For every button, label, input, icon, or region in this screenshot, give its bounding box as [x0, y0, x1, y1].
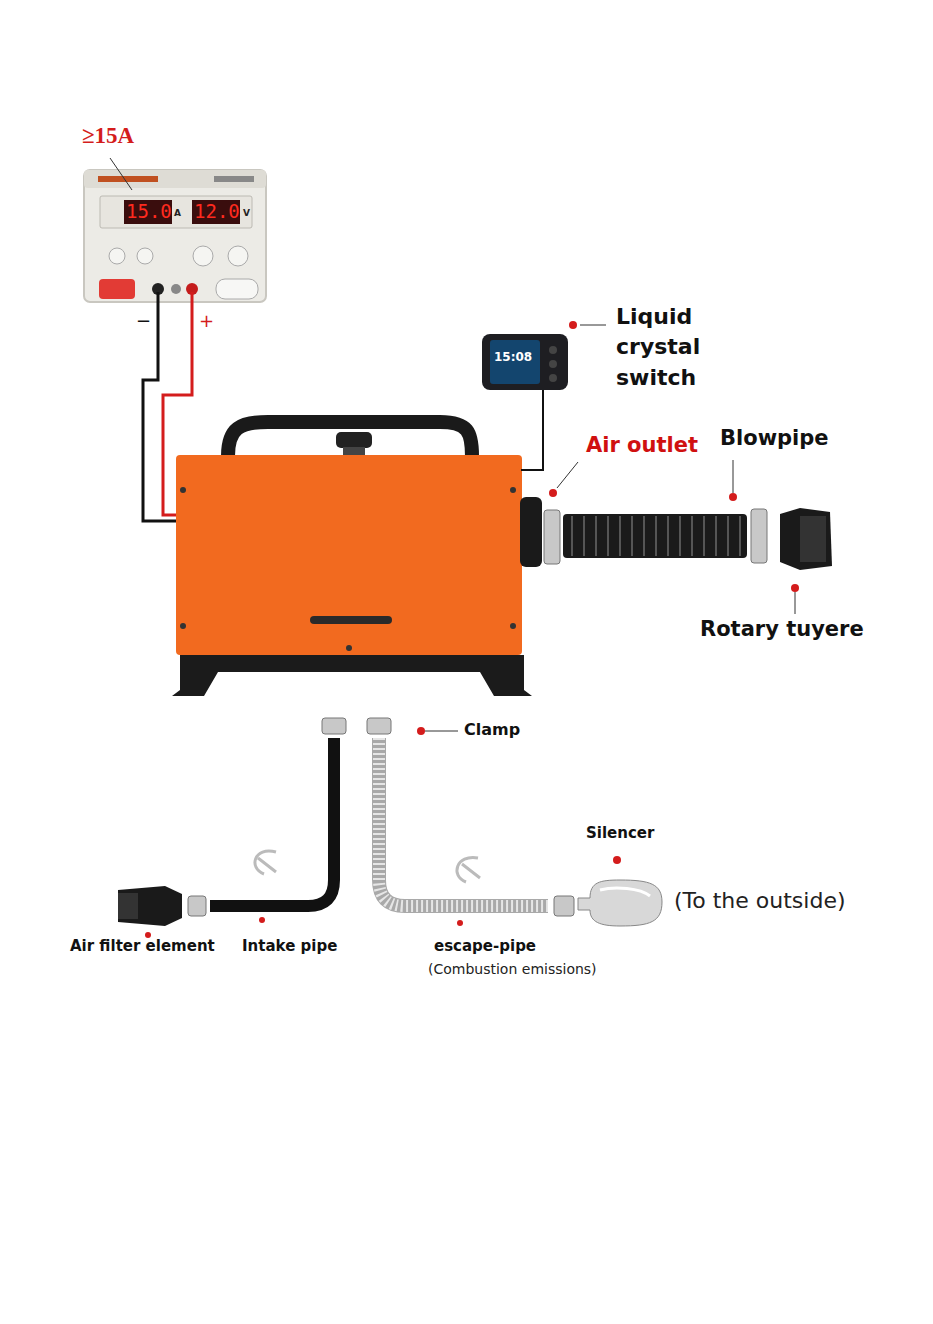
part-name: Air filter element — [70, 937, 215, 955]
part-name: Liquid crystal switch — [616, 302, 700, 393]
unit-label: A — [174, 208, 181, 219]
direction-note: (To the outside) — [674, 888, 846, 914]
power-supply — [84, 170, 266, 302]
current-note: ≥15A — [82, 122, 134, 150]
heater-body — [176, 455, 522, 655]
part-name: Rotary tuyere — [700, 617, 864, 642]
clock-reading: 15:08 — [494, 350, 532, 364]
part-name: escape-pipe — [434, 937, 536, 955]
part-name: Blowpipe — [720, 426, 829, 451]
part-name: Intake pipe — [242, 937, 337, 955]
note: (Combustion emissions) — [428, 961, 597, 978]
polarity-sign: + — [199, 310, 214, 332]
display-reading: 12.0 — [194, 200, 240, 223]
part-name: Clamp — [464, 720, 520, 739]
display-reading: 15.0 — [126, 200, 172, 223]
part-name: Silencer — [586, 824, 654, 842]
unit-label: V — [243, 208, 250, 219]
part-name: Air outlet — [586, 433, 698, 458]
polarity-sign: − — [136, 310, 151, 332]
